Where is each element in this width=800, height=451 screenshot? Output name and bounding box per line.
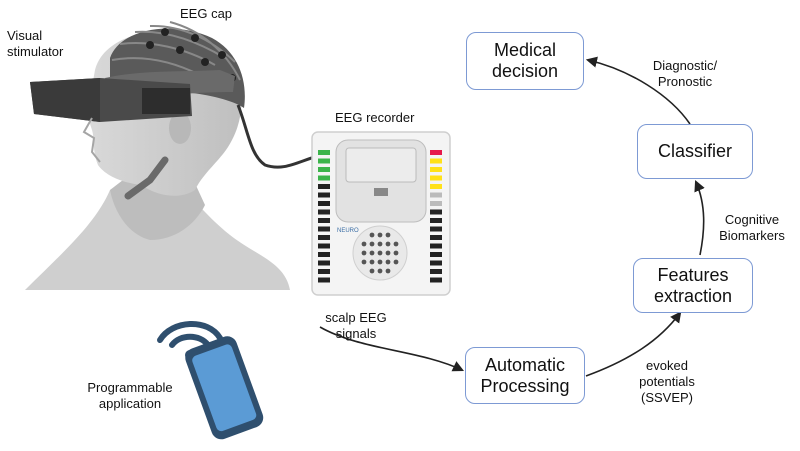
electrode-dot xyxy=(369,232,375,238)
electrode-dot xyxy=(385,241,391,247)
device-brand: NEURO xyxy=(337,228,359,234)
electrode-dot xyxy=(393,259,399,265)
led-indicator xyxy=(430,184,442,189)
programmable-application-label: Programmable application xyxy=(87,380,173,411)
electrode-dot xyxy=(369,259,375,265)
evoked-potentials-label: evoked potentials (SSVEP) xyxy=(639,358,695,405)
led-indicator xyxy=(430,150,442,155)
led-indicator xyxy=(430,277,442,283)
led-indicator xyxy=(430,158,442,164)
electrode-dot xyxy=(377,250,383,256)
electrode-dot xyxy=(385,268,391,274)
led-indicator xyxy=(430,201,442,206)
led-indicator xyxy=(430,175,442,181)
led-indicator xyxy=(430,260,442,266)
cognitive-biomarkers-label: Cognitive Biomarkers xyxy=(719,212,785,243)
automatic-processing-box: Automatic Processing xyxy=(465,347,585,404)
led-indicator xyxy=(318,167,330,172)
medical-decision-text: Medical decision xyxy=(491,40,559,81)
arrow-to-processing xyxy=(319,326,465,372)
electrode-dot xyxy=(369,241,375,247)
electrode-dot xyxy=(361,241,367,247)
electrode-dot xyxy=(361,259,367,265)
led-indicator xyxy=(430,218,442,223)
led-indicator xyxy=(318,201,330,206)
electrode-dot xyxy=(361,250,367,256)
led-indicator xyxy=(318,243,330,249)
led-indicator xyxy=(318,218,330,223)
led-indicator xyxy=(318,192,330,198)
led-indicator xyxy=(430,235,442,240)
led-indicator xyxy=(430,209,442,215)
led-indicator xyxy=(430,226,442,232)
electrode-dot xyxy=(385,259,391,265)
automatic-processing-text: Automatic Processing xyxy=(480,354,570,396)
scalp-eeg-signals-label: scalp EEG signals xyxy=(325,310,387,341)
electrode-dot xyxy=(393,241,399,247)
electrode-dot xyxy=(393,250,399,256)
led-indicator xyxy=(430,243,442,249)
smartphone-illustration xyxy=(157,321,264,440)
electrode-dot xyxy=(377,232,383,238)
led-indicator xyxy=(318,226,330,232)
led-indicator xyxy=(318,209,330,215)
led-indicator xyxy=(318,260,330,266)
wifi-icon xyxy=(157,321,223,343)
visual-stimulator-label: Visual stimulator xyxy=(7,28,64,59)
arrow-to-classifier xyxy=(694,179,705,256)
electrode-dot xyxy=(385,250,391,256)
led-indicator xyxy=(318,150,330,155)
electrode-dot xyxy=(369,250,375,256)
diagnostic-pronostic-label: Diagnostic/ Pronostic xyxy=(652,58,718,89)
features-extraction-text: Features extraction xyxy=(653,264,733,306)
head-illustration xyxy=(25,21,323,290)
arrow-to-decision xyxy=(585,56,691,125)
medical-decision-box: Medical decision xyxy=(466,32,584,90)
electrode-dot xyxy=(377,259,383,265)
led-indicator xyxy=(430,192,442,198)
electrode-dot xyxy=(377,241,383,247)
led-indicator xyxy=(318,277,330,283)
led-indicator xyxy=(318,158,330,164)
eeg-recorder-label: EEG recorder xyxy=(335,110,415,125)
led-indicator xyxy=(318,175,330,181)
led-indicator xyxy=(430,167,442,172)
arrow-to-features xyxy=(585,311,682,377)
classifier-text: Classifier xyxy=(657,141,732,161)
eeg-recorder-device: NEURO xyxy=(311,131,451,296)
classifier-box: Classifier xyxy=(637,124,753,179)
electrode-dot xyxy=(385,232,391,238)
led-indicator xyxy=(318,269,330,274)
electrode-dot xyxy=(369,268,375,274)
led-indicator xyxy=(318,184,330,189)
led-indicator xyxy=(318,252,330,257)
electrode-dot xyxy=(377,268,383,274)
led-indicator xyxy=(318,235,330,240)
led-indicator xyxy=(430,252,442,257)
led-indicator xyxy=(430,269,442,274)
eeg-cap-label: EEG cap xyxy=(180,6,233,21)
features-extraction-box: Features extraction xyxy=(633,258,753,313)
